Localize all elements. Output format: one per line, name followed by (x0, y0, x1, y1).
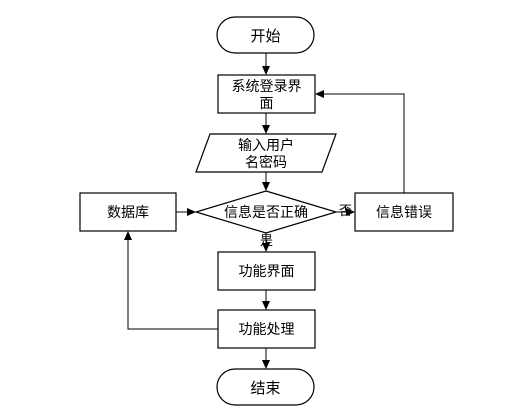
check-node: 信息是否正确 (193, 190, 339, 234)
error-label: 信息错误 (376, 204, 432, 221)
start-label: 开始 (250, 27, 280, 45)
login-label-line1: 系统登录界 (232, 79, 302, 95)
function-proc-label: 功能处理 (239, 322, 295, 338)
function-proc-node: 功能处理 (217, 309, 316, 349)
input-label-line1: 输入用户 (238, 137, 294, 154)
database-label: 数据库 (107, 205, 149, 221)
input-label-line2: 名密码 (245, 154, 287, 171)
start-node: 开始 (216, 16, 315, 54)
login-label-line2: 面 (260, 96, 274, 112)
yes-branch-label: 是 (260, 234, 273, 249)
function-ui-label: 功能界面 (239, 264, 295, 280)
input-node: 输入用户 名密码 (195, 133, 337, 173)
database-node: 数据库 (79, 192, 177, 232)
login-node: 系统登录界 面 (217, 74, 316, 114)
no-branch-label: 否 (339, 204, 352, 219)
error-node: 信息错误 (354, 192, 454, 232)
end-label: 结束 (250, 379, 280, 397)
function-ui-node: 功能界面 (217, 251, 316, 291)
check-label: 信息是否正确 (224, 204, 308, 221)
end-node: 结束 (216, 368, 315, 406)
arrow-proc-to-database (124, 231, 218, 330)
arrow-error-to-login (315, 90, 405, 193)
